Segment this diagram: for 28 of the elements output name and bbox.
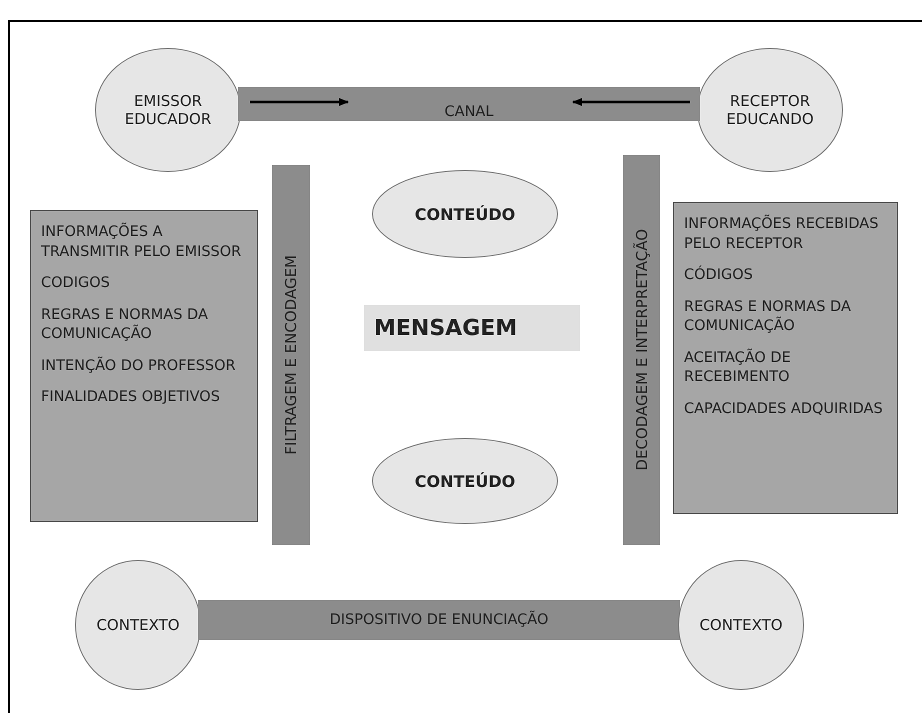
- node-label: CONTEXTO: [95, 616, 181, 634]
- channel-bar: [238, 87, 700, 121]
- list-item: CODIGOS: [41, 274, 110, 294]
- bar-label: CANAL: [444, 104, 494, 120]
- bar-label: FILTRAGEM E ENCODAGEM: [282, 255, 300, 455]
- node-label: RECEPTOR EDUCANDO: [725, 92, 815, 128]
- list-item: INFORMAÇÕES A TRANSMITIR PELO EMISSOR: [41, 223, 242, 262]
- node-label: CONTEXTO: [698, 616, 784, 634]
- info-panel: [673, 202, 898, 514]
- info-panel: [30, 210, 258, 522]
- bar-label: DISPOSITIVO DE ENUNCIAÇÃO: [330, 612, 548, 628]
- device-bar: [198, 600, 680, 640]
- node-label: CONTEÚDO: [414, 204, 516, 224]
- list-item: ACEITAÇÃO DE RECEBIMENTO: [684, 348, 792, 388]
- list-item: CAPACIDADES ADQUIRIDAS: [684, 400, 883, 419]
- list-item: INTENÇÃO DO PROFESSOR: [41, 356, 236, 376]
- list-item: FINALIDADES OBJETIVOS: [41, 388, 220, 408]
- decode-bar: [623, 155, 660, 545]
- bar-label: DECODAGEM E INTERPRETAÇÃO: [632, 229, 650, 471]
- filter-bar: [272, 165, 310, 545]
- message-label-box: [364, 305, 580, 351]
- list-item: INFORMAÇÕES RECEBIDAS PELO RECEPTOR: [684, 215, 880, 254]
- node-label: CONTEÚDO: [414, 472, 516, 490]
- list-item: REGRAS E NORMAS DA COMUNICAÇÃO: [684, 298, 852, 336]
- list-item: REGRAS E NORMAS DA COMUNICAÇÃO: [41, 306, 209, 344]
- message-label: MENSAGEM: [374, 316, 518, 340]
- list-item: CÓDIGOS: [684, 266, 753, 286]
- node-label: EMISSOR EDUCADOR: [124, 92, 212, 128]
